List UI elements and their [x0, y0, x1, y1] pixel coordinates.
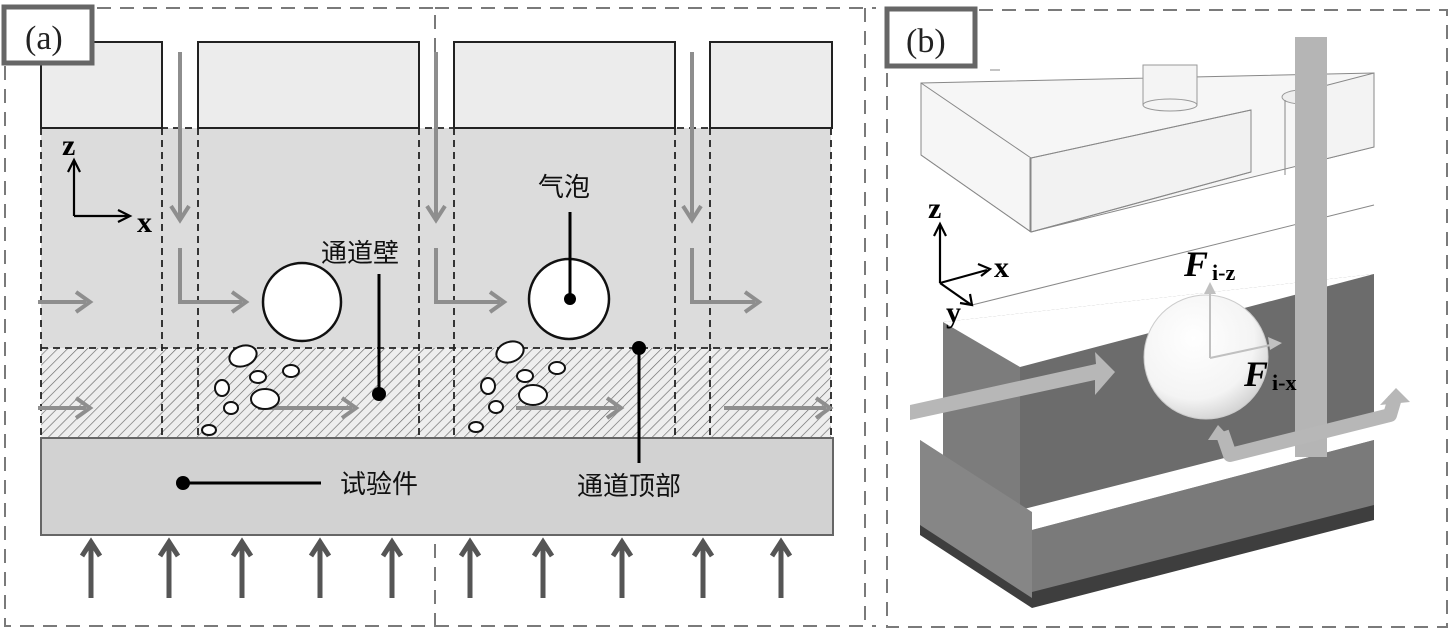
panel-a: z x 气泡 通道壁 试验件 通道顶部 (a): [1, 4, 876, 627]
small-bubbles-2: [468, 340, 566, 433]
label-channel-wall: 通道壁: [321, 239, 399, 269]
panel-b: F i-z F i-x z x y (b): [884, 6, 1448, 628]
axis-y-label-b: y: [946, 296, 961, 329]
test-piece-block: [40, 437, 834, 536]
outflow-arrows: [1215, 396, 1402, 462]
force-x-main: F: [1243, 354, 1268, 394]
vertical-flow-column: [1295, 37, 1327, 457]
channel-boundaries: [40, 127, 832, 438]
force-vectors: F i-z F i-x: [1183, 244, 1296, 395]
force-z-sub: i-z: [1212, 260, 1235, 285]
label-bubble: 气泡: [538, 173, 590, 203]
axes-b: z x y: [928, 192, 1009, 329]
small-bubbles-1: [201, 344, 300, 436]
axis-x-label-b: x: [994, 251, 1009, 284]
inflow-arrow: [910, 352, 1115, 420]
force-z-main: F: [1183, 244, 1208, 284]
bubble-sphere: [1143, 294, 1269, 420]
callouts-a: 气泡 通道壁 试验件 通道顶部: [176, 173, 681, 502]
panel-b-label-box: [884, 6, 978, 69]
bubble-1: [261, 261, 343, 343]
upper-fin-box: [920, 64, 1375, 233]
panel-b-frame: [886, 9, 1448, 628]
panel-a-label: (a): [25, 20, 63, 57]
top-fins: [40, 41, 833, 129]
panel-b-label: (b): [906, 23, 946, 60]
axis-z-label-b: z: [928, 192, 941, 225]
label-channel-top: 通道顶部: [577, 472, 681, 502]
axis-z-label: z: [62, 129, 75, 162]
axis-x-label: x: [137, 206, 152, 239]
porous-layer: [41, 348, 831, 438]
heat-flux-arrows: [79, 537, 793, 598]
panel-a-label-box: [1, 4, 95, 66]
force-x-sub: i-x: [1272, 370, 1296, 395]
axes-a: z x: [62, 129, 152, 239]
label-test-piece: 试验件: [340, 470, 418, 500]
